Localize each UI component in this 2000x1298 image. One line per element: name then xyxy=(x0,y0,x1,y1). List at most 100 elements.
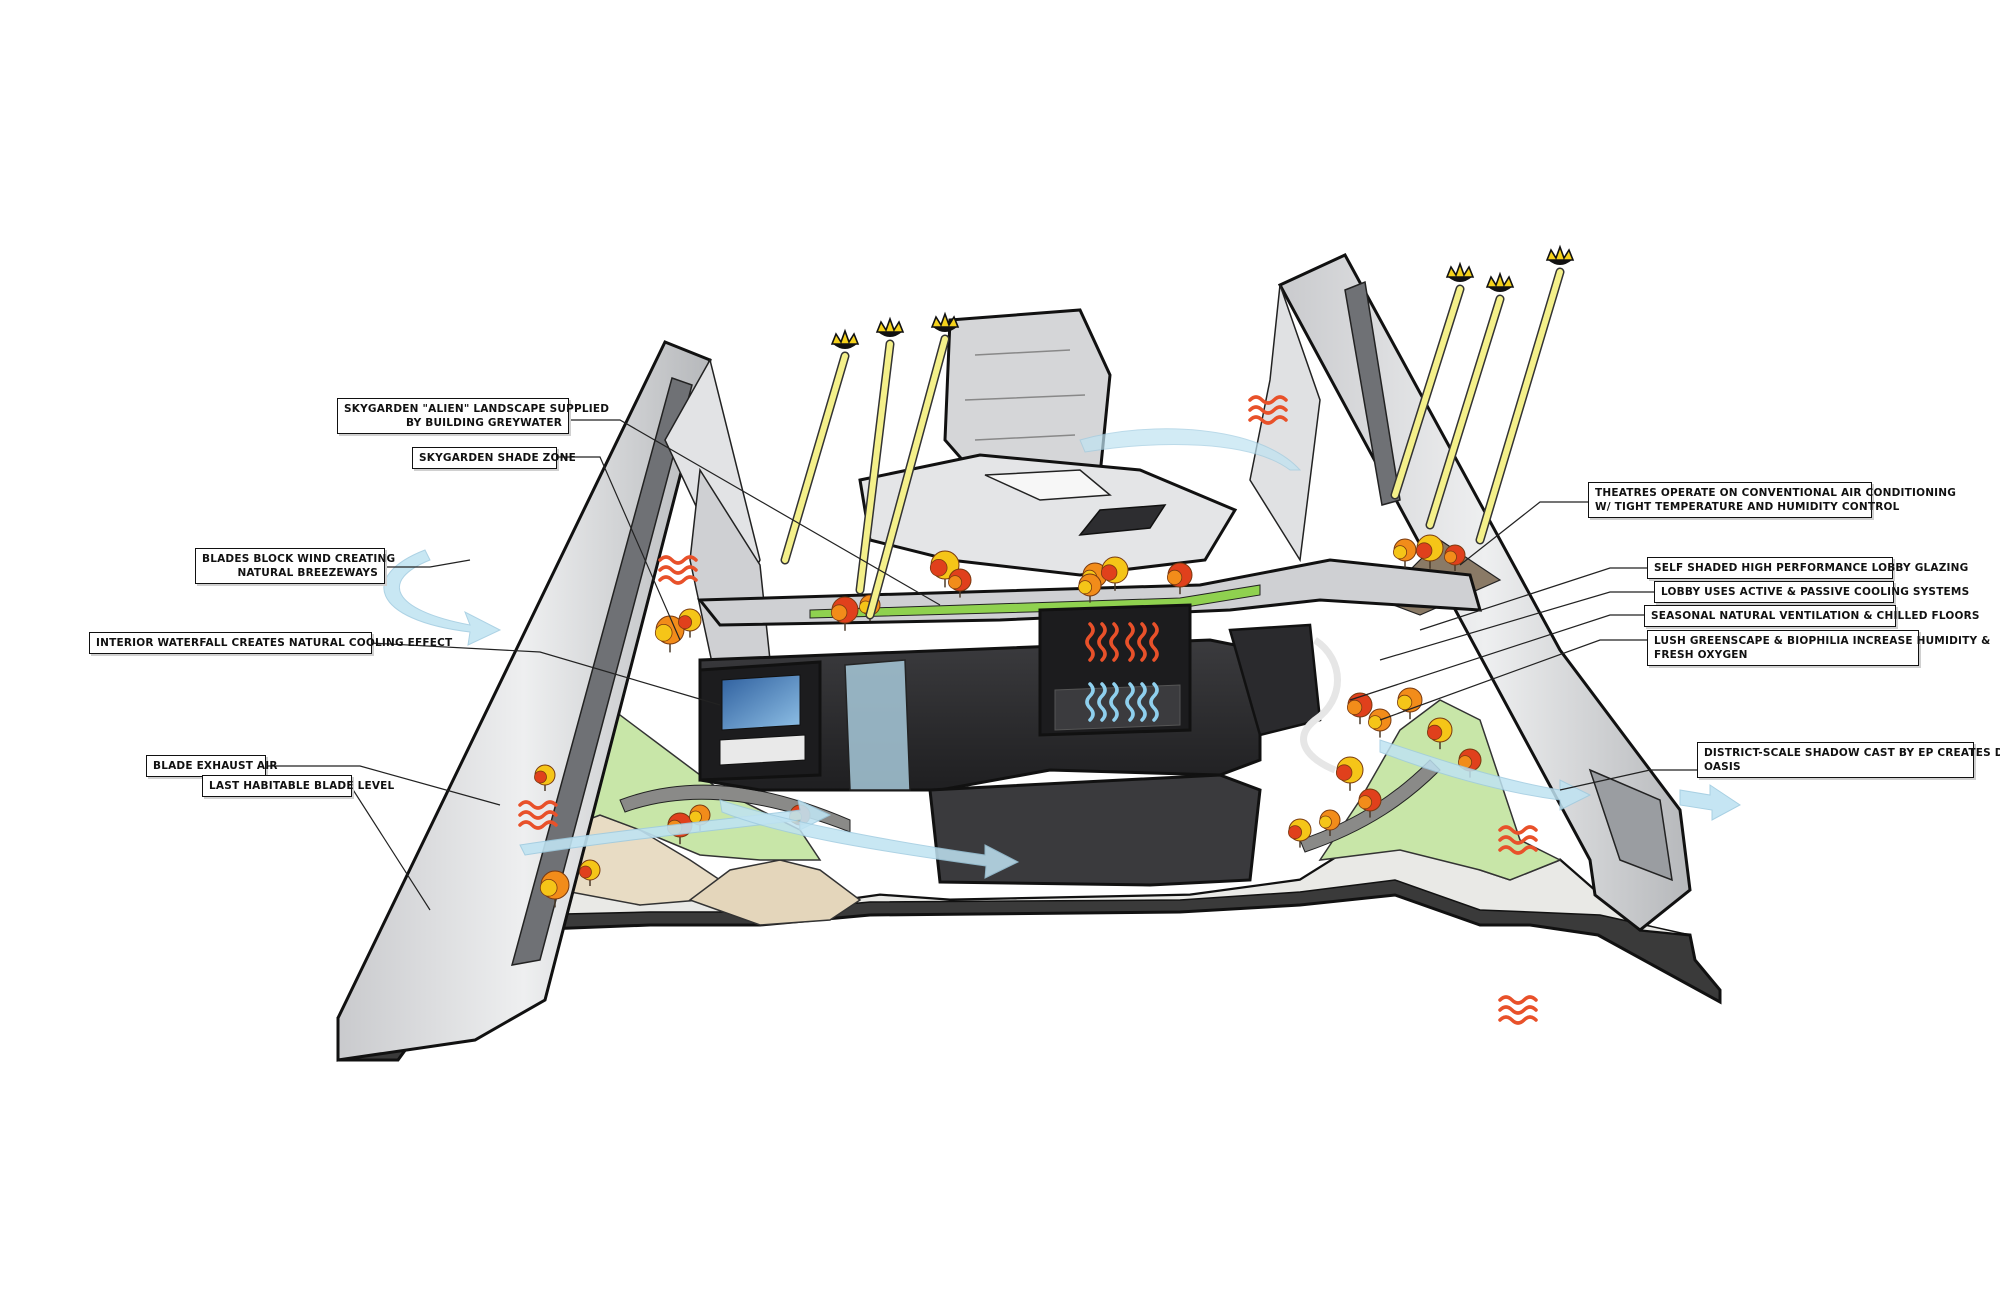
tree xyxy=(539,870,570,908)
heat-wave-icon xyxy=(1125,622,1159,662)
sun-icon xyxy=(830,328,860,349)
lower-lobby xyxy=(928,773,1262,887)
airflow-arrow-icon xyxy=(383,549,502,646)
label-skygarden-shade: SKYGARDEN SHADE ZONE xyxy=(412,447,576,469)
leader-line xyxy=(1419,567,1647,631)
label-last-habitable: LAST HABITABLE BLADE LEVEL xyxy=(202,775,394,797)
label-interior-waterfall: INTERIOR WATERFALL CREATES NATURAL COOLI… xyxy=(89,632,453,654)
label-line: LOBBY USES ACTIVE & PASSIVE COOLING SYST… xyxy=(1661,586,1970,598)
label-line: INTERIOR WATERFALL CREATES NATURAL COOLI… xyxy=(96,637,453,649)
leader-line xyxy=(1349,614,1644,701)
tree xyxy=(534,764,556,791)
tree xyxy=(579,859,601,886)
label-line: BLADE EXHAUST AIR xyxy=(153,760,278,772)
tree xyxy=(1427,717,1453,750)
lobby-glazing xyxy=(844,659,911,791)
sun-icon xyxy=(875,316,905,337)
label-lobby-cooling: LOBBY USES ACTIVE & PASSIVE COOLING SYST… xyxy=(1654,581,1970,603)
label-line: SELF SHADED HIGH PERFORMANCE LOBBY GLAZI… xyxy=(1654,562,1969,574)
tree xyxy=(1368,708,1392,738)
airflow-arrow-icon xyxy=(1079,428,1302,471)
label-line: BY BUILDING GREYWATER xyxy=(405,417,562,429)
lawn-right xyxy=(1318,699,1562,881)
foliage-group xyxy=(534,534,1482,908)
tree xyxy=(1444,544,1466,571)
heat-wave-icon xyxy=(1248,395,1288,425)
sand-dune-center xyxy=(688,859,862,926)
right-blade-glazing-slot xyxy=(1344,280,1401,506)
sun-icon xyxy=(1445,261,1475,282)
leader-line xyxy=(1559,769,1697,791)
leader-line xyxy=(369,642,721,706)
sun-ray xyxy=(1425,294,1505,530)
label-line: SKYGARDEN "ALIEN" LANDSCAPE SUPPLIED xyxy=(344,403,610,415)
tree xyxy=(1415,534,1444,569)
cinema-screen xyxy=(721,674,801,731)
skygarden-roof-window xyxy=(1078,504,1167,536)
tree xyxy=(1167,562,1193,595)
sun-icon xyxy=(1485,271,1515,292)
label-seasonal-ventilation: SEASONAL NATURAL VENTILATION & CHILLED F… xyxy=(1644,605,1979,627)
heat-wave-icon xyxy=(658,555,698,585)
label-blades-block-wind: BLADES BLOCK WIND CREATING NATURAL BREEZ… xyxy=(195,548,396,584)
tree xyxy=(1078,573,1102,603)
heat-wave-icon xyxy=(1498,995,1538,1025)
airflow-arrow-icon xyxy=(1679,784,1741,821)
tree xyxy=(1458,748,1482,778)
leader-lines xyxy=(263,419,1697,911)
tree xyxy=(678,608,702,638)
label-greenscape: LUSH GREENSCAPE & BIOPHILIA INCREASE HUM… xyxy=(1647,630,1991,666)
heat-wave-icon xyxy=(1498,825,1538,855)
heat-wave-icon xyxy=(1085,622,1119,662)
label-line: LUSH GREENSCAPE & BIOPHILIA INCREASE HUM… xyxy=(1654,635,1991,647)
tree xyxy=(1397,687,1423,720)
leader-line xyxy=(1459,501,1588,566)
sun-ray xyxy=(855,339,895,595)
tree xyxy=(1393,538,1417,568)
right-blade-inner-face xyxy=(1249,284,1321,563)
left-blade-glazing-slot xyxy=(510,377,693,966)
theatre-stage xyxy=(1054,684,1181,731)
tree xyxy=(1288,818,1312,848)
label-district-shadow: DISTRICT-SCALE SHADOW CAST BY EP CREATES… xyxy=(1697,742,2000,778)
tree xyxy=(1335,756,1364,791)
sun-ray xyxy=(865,334,950,620)
sun-ray xyxy=(1475,267,1565,545)
label-line: NATURAL BREEZEWAYS xyxy=(237,567,378,579)
thermal-waves xyxy=(518,395,1538,1025)
right-blade-lower-glazing xyxy=(1588,768,1673,882)
airflow-arrow-icon xyxy=(519,799,832,856)
label-blade-exhaust: BLADE EXHAUST AIR xyxy=(146,755,278,777)
label-line: SKYGARDEN SHADE ZONE xyxy=(419,452,576,464)
label-line: W/ TIGHT TEMPERATURE AND HUMIDITY CONTRO… xyxy=(1595,501,1900,513)
tree xyxy=(830,596,859,631)
leader-line xyxy=(560,419,941,606)
leader-line xyxy=(263,765,501,806)
tree xyxy=(1319,809,1341,836)
label-line: DISTRICT-SCALE SHADOW CAST BY EP CREATES… xyxy=(1704,747,2000,759)
sun-icon xyxy=(930,311,960,332)
sun-ray xyxy=(780,351,850,565)
skygarden-roof-void xyxy=(984,469,1112,501)
label-line: THEATRES OPERATE ON CONVENTIONAL AIR CON… xyxy=(1595,487,1957,499)
label-line: BLADES BLOCK WIND CREATING xyxy=(202,553,396,565)
center-tower xyxy=(858,308,1238,577)
spiral-ramp xyxy=(1300,637,1341,774)
tower-face-lines xyxy=(964,349,1086,441)
cool-wave-icon xyxy=(1125,682,1159,722)
airflow-arrows xyxy=(383,428,1741,879)
cool-wave-icon xyxy=(1085,682,1119,722)
tree xyxy=(1358,788,1382,818)
label-lobby-glazing: SELF SHADED HIGH PERFORMANCE LOBBY GLAZI… xyxy=(1647,557,1969,579)
sun-icon xyxy=(1545,244,1575,265)
leader-line xyxy=(555,456,681,641)
heat-wave-icon xyxy=(518,800,558,830)
deck-green-strip xyxy=(809,584,1261,619)
label-skygarden-landscape: SKYGARDEN "ALIEN" LANDSCAPE SUPPLIED BY … xyxy=(337,398,610,434)
tower-body xyxy=(943,308,1112,482)
airflow-arrow-icon xyxy=(1379,739,1592,811)
airflow-arrow-icon xyxy=(719,799,1020,879)
cinema-seating xyxy=(719,734,806,766)
